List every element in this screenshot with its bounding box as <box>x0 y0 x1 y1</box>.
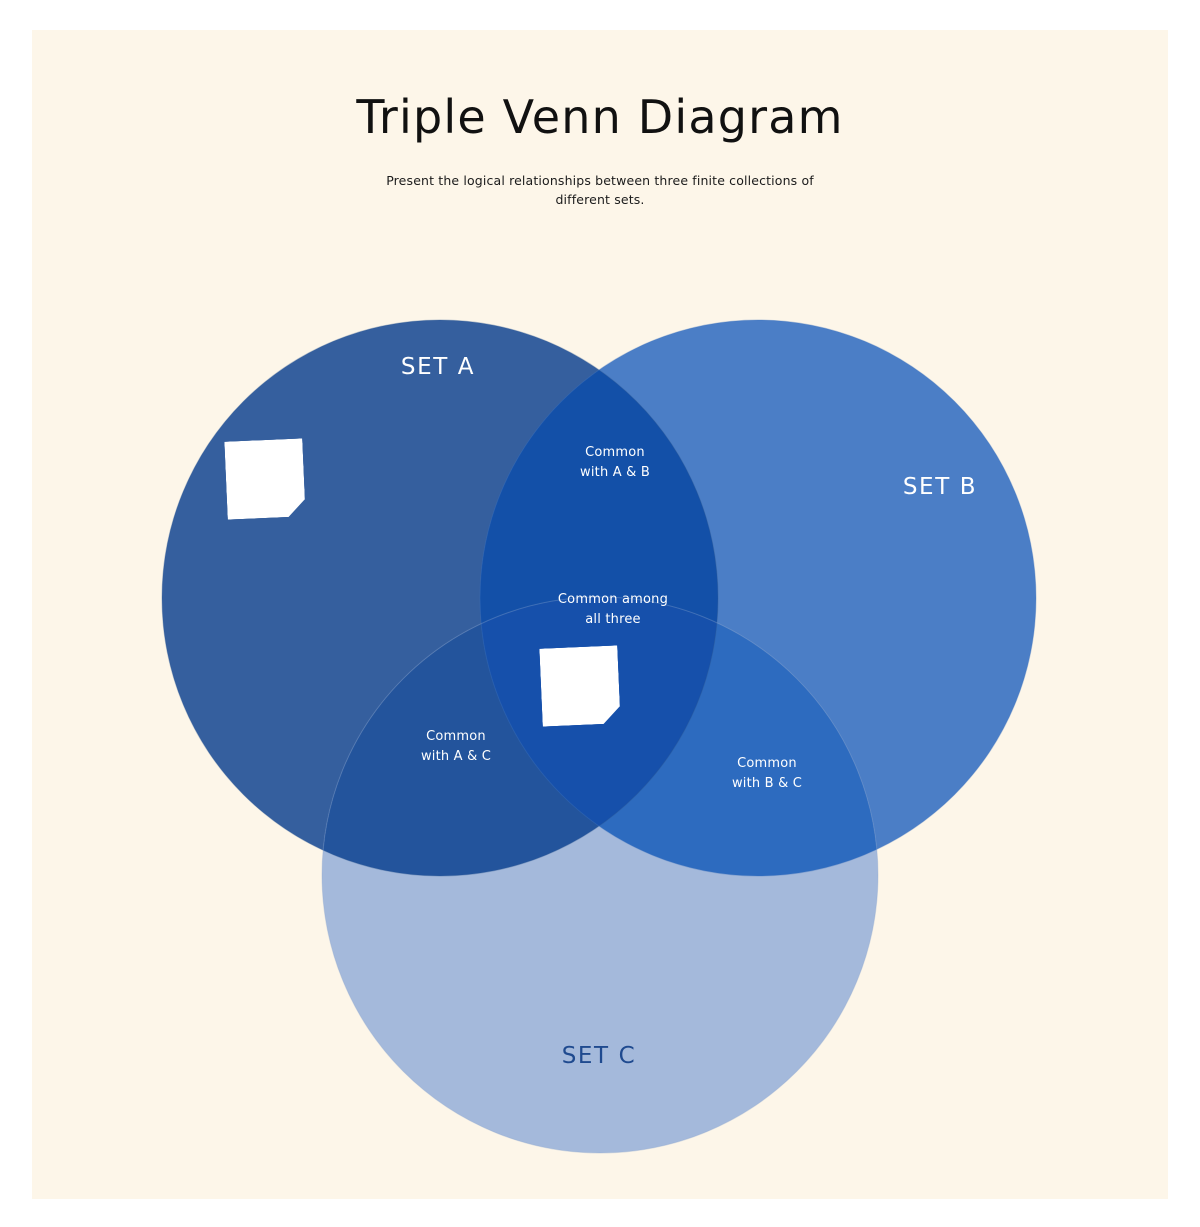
venn-circles-graphic <box>161 319 1037 1154</box>
circle-set-c-outline <box>321 596 879 1154</box>
circle-set-b-outline <box>479 319 1037 877</box>
venn-diagram: SET A SET B SET C Common with A & B Comm… <box>32 30 1168 1199</box>
artboard-canvas: Triple Venn Diagram Present the logical … <box>32 30 1168 1199</box>
sticky-note-center[interactable] <box>539 645 620 726</box>
circle-set-a-outline <box>161 319 719 877</box>
sticky-note-set-a[interactable] <box>224 438 305 519</box>
